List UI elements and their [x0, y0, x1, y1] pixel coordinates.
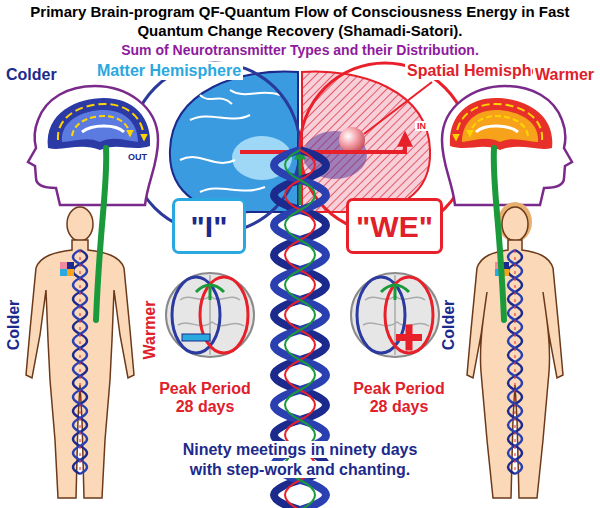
female-figure	[467, 240, 563, 498]
matter-brain	[190, 115, 250, 120]
matter-brain	[200, 95, 232, 104]
male-figure	[60, 269, 67, 276]
flow-arrow	[240, 134, 405, 152]
hemisphere-label: Matter Hemisphere	[95, 62, 243, 80]
female-figure	[508, 250, 522, 474]
head-right	[442, 86, 572, 205]
period-label: Peak Period 28 days	[152, 380, 258, 417]
head-right	[442, 86, 572, 205]
matter-brain	[230, 90, 280, 95]
male-figure	[67, 207, 93, 241]
male-figure	[73, 250, 87, 474]
head-right	[462, 110, 538, 142]
head-left	[28, 86, 158, 205]
small-brain-right	[351, 273, 439, 357]
box-text: "WE"	[356, 210, 433, 243]
female-figure	[502, 207, 528, 241]
small-brain-left	[178, 322, 244, 326]
hemisphere-box: "I"	[172, 198, 246, 254]
matter-brain	[200, 187, 265, 192]
flow-arrow	[240, 82, 432, 205]
small-brain-left	[196, 285, 224, 300]
flow-arrow	[364, 82, 432, 134]
head-left	[82, 126, 124, 132]
small-brain-right	[363, 322, 429, 326]
small-brain-left	[182, 334, 210, 341]
matter-brain	[180, 157, 235, 163]
small-brain-right	[385, 277, 433, 353]
matter-brain	[180, 90, 280, 192]
temperature-label: Warmer	[533, 66, 596, 84]
small-brain-left	[172, 277, 220, 353]
head-right	[470, 116, 528, 136]
small-brain-left	[166, 273, 254, 357]
small-brain-left	[200, 277, 248, 353]
small-brain-left	[166, 273, 254, 357]
male-figure	[67, 262, 74, 269]
small-brain-right	[406, 325, 413, 351]
head-right	[450, 98, 552, 150]
title-text: Primary Brain-program QF-Quantum Flow of…	[6, 2, 594, 40]
head-right	[456, 104, 542, 140]
male-figure	[67, 269, 74, 276]
box-text: "I"	[191, 210, 228, 243]
head-right	[476, 126, 518, 132]
spinal-cord	[96, 148, 504, 320]
period-label: Peak Period 28 days	[346, 380, 452, 417]
head-left	[62, 110, 138, 142]
male-figure	[26, 240, 134, 498]
female-figure	[498, 202, 532, 242]
small-brain-right	[381, 285, 409, 300]
male-figure	[26, 207, 134, 498]
male-figure	[73, 250, 87, 474]
temperature-label: Warmer	[142, 299, 158, 362]
spinal-cord	[494, 148, 504, 320]
head-left	[58, 104, 144, 140]
small-brain-right	[351, 273, 439, 357]
subtitle: Sum of Neurotransmitter Types and their …	[4, 42, 596, 58]
spatial-brain	[339, 127, 365, 153]
caption-box: Ninety meetings in ninety days with step…	[165, 440, 435, 480]
temperature-label: Colder	[6, 298, 22, 353]
temperature-label: Colder	[4, 66, 59, 84]
flow-label: IN	[415, 121, 428, 131]
male-figure	[80, 250, 81, 474]
temperature-label: Colder	[441, 298, 457, 353]
spinal-cord	[96, 148, 106, 320]
caption-text: Ninety meetings in ninety days with step…	[180, 441, 421, 478]
head-left	[28, 86, 158, 205]
head-left	[48, 98, 150, 150]
hemisphere-box: "WE"	[346, 198, 443, 254]
flow-label: OUT	[126, 152, 149, 162]
male-figure	[60, 262, 67, 269]
head-left	[72, 116, 130, 136]
small-brain-right	[357, 277, 405, 353]
female-figure	[508, 250, 522, 474]
female-figure	[467, 202, 563, 498]
female-figure	[515, 250, 516, 474]
